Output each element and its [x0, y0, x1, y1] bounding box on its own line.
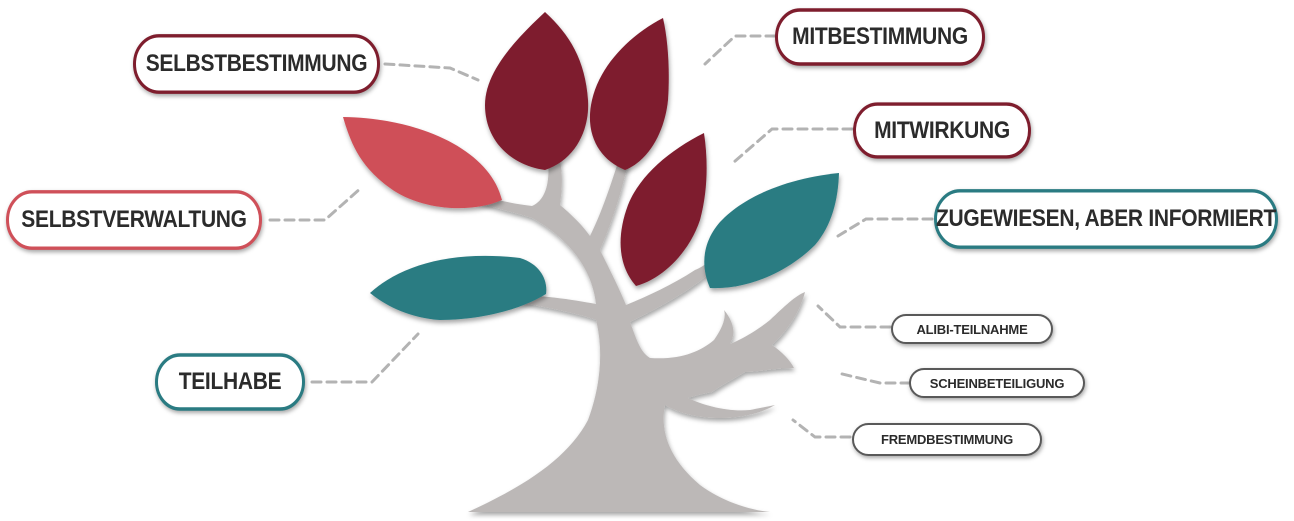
label-mitbestimmung: MITBESTIMMUNG: [775, 8, 985, 66]
connector-mitwirkung: [732, 127, 854, 164]
label-zugewiesen-aber-informiert: ZUGEWIESEN, ABER INFORMIERT: [934, 189, 1278, 249]
connector-teilhabe: [310, 332, 420, 384]
label-alibi-teilnahme: ALIBI-TEILNAHME: [891, 314, 1053, 344]
connector-zugewiesen: [836, 217, 934, 238]
label-mitwirkung: MITWIRKUNG: [853, 102, 1031, 159]
connector-mitbestimmung: [703, 34, 777, 66]
label-fremdbestimmung: FREMDBESTIMMUNG: [852, 423, 1042, 456]
label-teilhabe: TEILHABE: [155, 353, 305, 411]
connector-alibi: [816, 304, 892, 329]
leaf-mitwirkung-icon: [620, 133, 707, 286]
connector-selbstbestimmung: [383, 62, 480, 82]
label-scheinbeteiligung: SCHEINBETEILIGUNG: [909, 368, 1085, 398]
connector-selbstverwaltung: [268, 185, 364, 222]
leaf-mitbestimmung-icon: [589, 18, 669, 170]
leaf-selbstverwaltung-icon: [343, 117, 502, 209]
connector-fremd: [791, 418, 852, 439]
leaf-teilhabe-icon: [370, 255, 547, 320]
connector-schein: [836, 371, 912, 385]
label-selbstbestimmung: SELBSTBESTIMMUNG: [133, 34, 380, 94]
leaf-selbstbestimmung-icon: [485, 12, 589, 170]
leaf-zugewiesen-icon: [704, 173, 839, 289]
tree-trunk-icon: [436, 105, 805, 512]
label-selbstverwaltung: SELBSTVERWALTUNG: [6, 190, 262, 250]
